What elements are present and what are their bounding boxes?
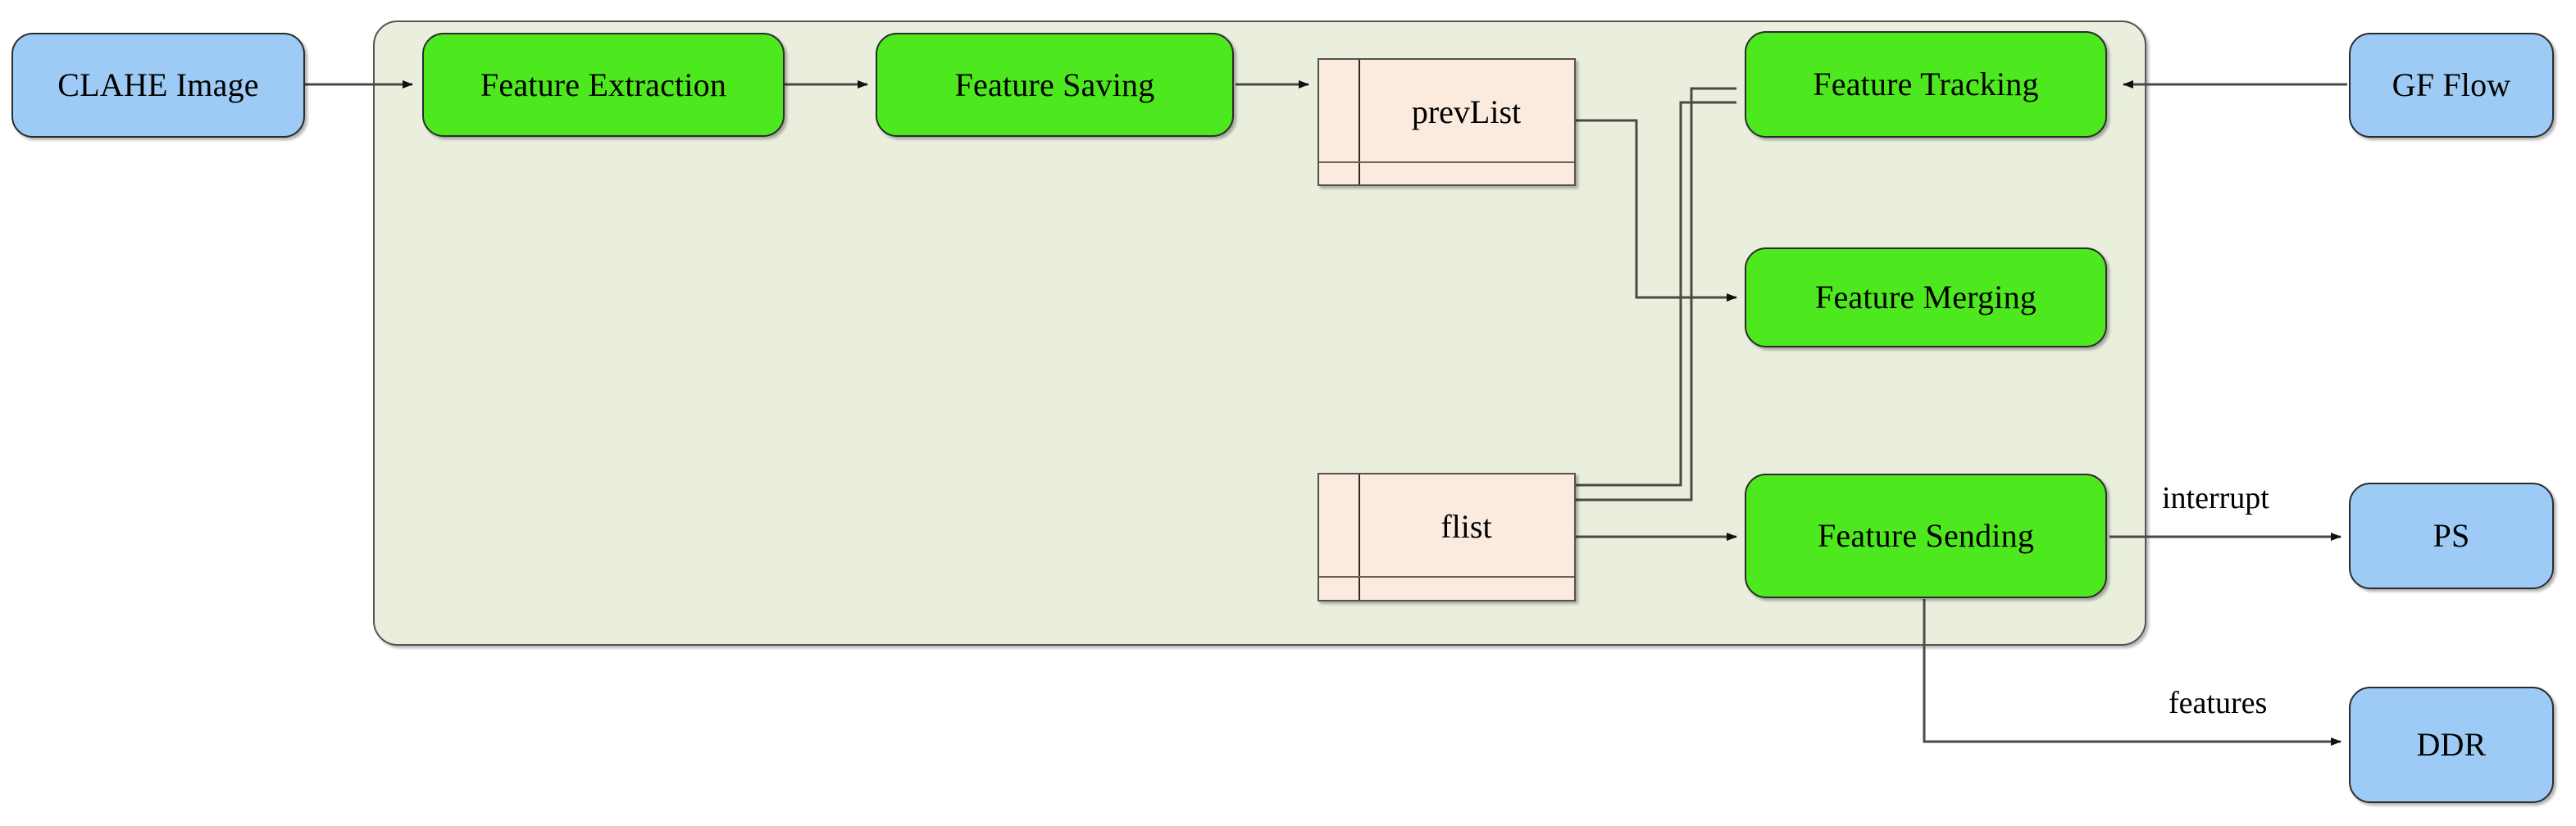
node-clahe-image[interactable]: CLAHE Image [11, 33, 305, 138]
flist-left-divider [1359, 474, 1360, 600]
node-ddr[interactable]: DDR [2349, 687, 2554, 803]
node-feature-extraction[interactable]: Feature Extraction [422, 33, 785, 137]
edge-label-interrupt: interrupt [2162, 481, 2269, 515]
node-prevlist[interactable]: prevList [1318, 58, 1576, 186]
node-feature-sending[interactable]: Feature Sending [1745, 474, 2107, 598]
node-gf-flow[interactable]: GF Flow [2349, 33, 2554, 138]
node-feature-merging[interactable]: Feature Merging [1745, 247, 2107, 347]
prevlist-bottom-divider [1319, 161, 1574, 163]
node-flist[interactable]: flist [1318, 473, 1576, 601]
node-ps[interactable]: PS [2349, 483, 2554, 589]
node-feature-tracking[interactable]: Feature Tracking [1745, 31, 2107, 138]
flist-label: flist [1440, 507, 1492, 545]
prevlist-left-divider [1359, 60, 1360, 184]
prevlist-label: prevList [1411, 93, 1522, 130]
edge-label-features: features [2169, 686, 2268, 720]
flist-bottom-divider [1319, 576, 1574, 578]
node-feature-saving[interactable]: Feature Saving [876, 33, 1234, 137]
